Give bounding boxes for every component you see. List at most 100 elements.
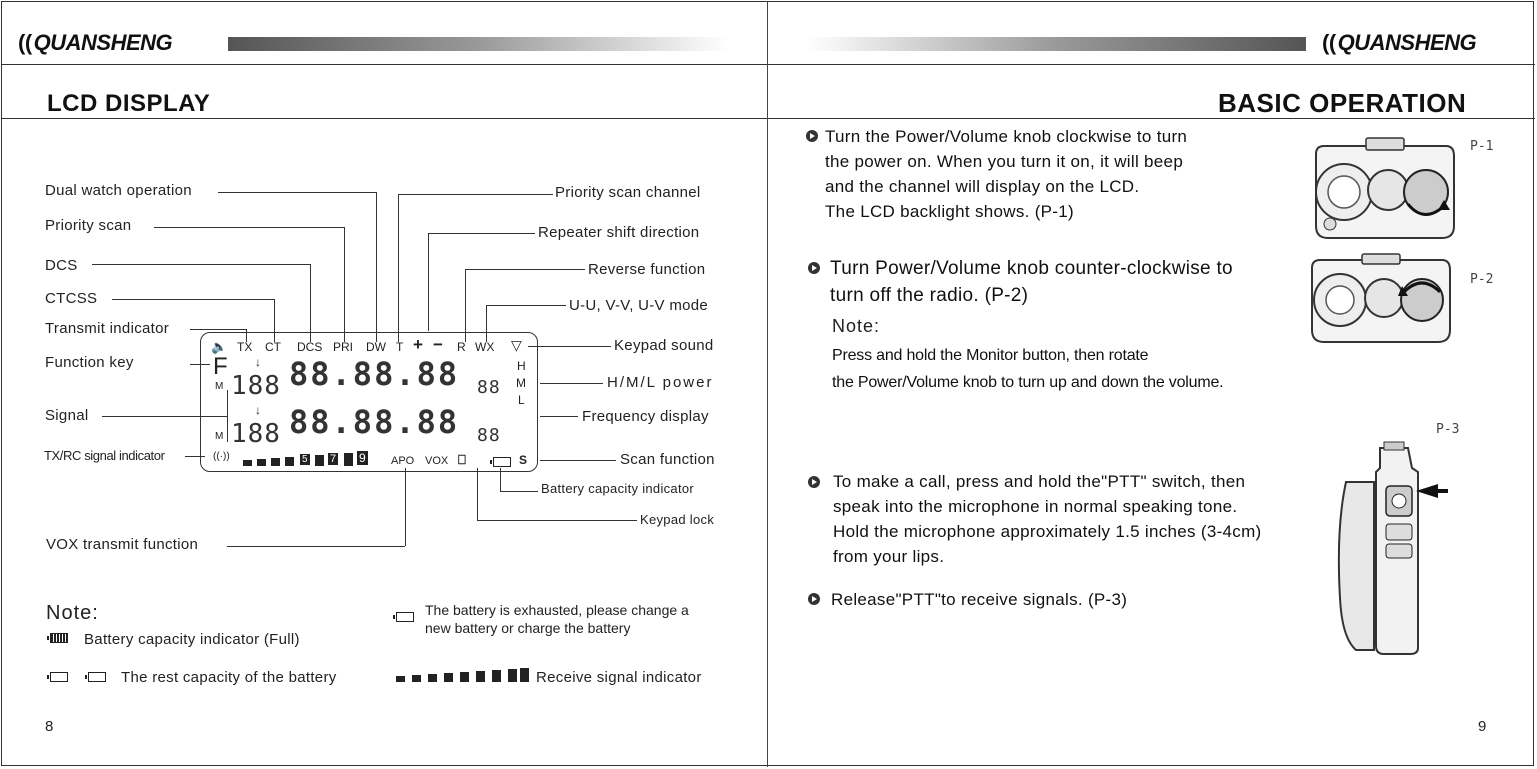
label-battery-capacity: Battery capacity indicator (541, 481, 695, 496)
label-priority-scan: Priority scan (45, 217, 132, 234)
label-transmit-indicator: Transmit indicator (45, 320, 170, 337)
signal-bar-2 (257, 459, 266, 466)
signal-level-7: 7 (328, 453, 339, 465)
leader-battery-v (500, 468, 501, 491)
lcd-mem-a: M (215, 381, 224, 392)
page-number-left: 8 (45, 718, 54, 735)
lcd-r: R (457, 340, 466, 354)
lcd-tx: TX (237, 340, 253, 354)
bullet-icon-3 (808, 476, 820, 488)
label-dcs: DCS (45, 257, 78, 274)
leader-txrc (185, 456, 205, 457)
signal-level-5: 5 (300, 454, 310, 465)
note-title-right: Note: (832, 316, 881, 336)
lcd-dw: DW (366, 340, 386, 354)
note-receive-signal: Receive signal indicator (536, 669, 702, 686)
rx-bar-9 (520, 668, 529, 682)
lcd-t: T (396, 340, 404, 354)
radio-side-ptt-image (1337, 441, 1448, 655)
leader-priority (154, 227, 344, 228)
lcd-channel-b: 188 (231, 419, 281, 449)
leader-reverse (465, 269, 585, 270)
leader-transmit-v (246, 329, 247, 342)
antenna-icon: ((·)) (213, 451, 230, 462)
leader-keypad-sound (528, 346, 611, 347)
logo-swoosh-icon-right: (( (1322, 30, 1336, 55)
rx-bar-5 (460, 672, 469, 682)
lcd-frequency-a: 88.88.88 (289, 355, 460, 393)
header-rule-right (768, 64, 1535, 65)
leader-transmit (190, 329, 246, 330)
battery-low-icon (85, 672, 106, 682)
label-reverse-function: Reverse function (588, 261, 706, 278)
leader-priority-v (344, 227, 345, 342)
para-release-ptt: Release"PTT"to receive signals. (P-3) (831, 590, 1128, 609)
leader-priority-channel-v (398, 194, 399, 342)
label-keypad-lock: Keypad lock (640, 512, 715, 527)
title-rule-left (1, 118, 767, 119)
leader-dcs (92, 264, 310, 265)
leader-repeater (428, 233, 535, 234)
label-scan-function: Scan function (620, 451, 715, 468)
leader-uv (486, 305, 566, 306)
rx-bar-8 (508, 669, 517, 682)
signal-bar-4 (285, 457, 294, 466)
lcd-ct: CT (265, 340, 281, 354)
label-uv-mode: U-U, V-V, U-V mode (569, 297, 709, 314)
radio-top-knob-cw-image (1315, 137, 1455, 239)
label-signal: Signal (45, 407, 89, 424)
leader-repeater-v (428, 233, 429, 331)
leader-scan (540, 460, 616, 461)
header-bar-left (228, 37, 728, 51)
label-repeater-shift: Repeater shift direction (538, 224, 700, 241)
note-title-left: Note: (46, 602, 99, 624)
leader-hml (540, 383, 603, 384)
lcd-mem-b: M (215, 431, 224, 442)
header-bar-right (808, 37, 1306, 51)
battery-empty-icon (393, 612, 414, 622)
leader-battery (500, 491, 538, 492)
leader-dcs-v (310, 264, 311, 342)
note-battery-exhausted: The battery is exhausted, please change … (425, 602, 689, 636)
battery-full-icon (47, 633, 68, 643)
page-title-left: LCD DISPLAY (47, 90, 211, 117)
leader-ctcss-v (274, 299, 275, 342)
key-lock-icon: ⎕ (458, 452, 466, 467)
lcd-display: 🔈 TX CT DCS PRI DW T + − R WX ▽ F M M ↓ … (200, 332, 538, 472)
leader-reverse-v (465, 269, 466, 342)
lcd-vox: VOX (425, 455, 449, 467)
lcd-small-digits-b: 88 (477, 425, 501, 446)
leader-uv-v (486, 305, 487, 342)
rx-bar-2 (412, 675, 421, 682)
logo-swoosh-icon: (( (18, 30, 32, 55)
leader-frequency (540, 416, 578, 417)
bullet-icon-2 (808, 262, 820, 274)
lcd-function-key: F (213, 353, 228, 380)
arrow-down-icon: ↓ (255, 355, 261, 369)
rx-bar-4 (444, 673, 453, 682)
label-ctcss: CTCSS (45, 290, 98, 307)
label-frequency-display: Frequency display (582, 408, 709, 425)
label-function-key: Function key (45, 354, 134, 371)
para-power-off: Turn Power/Volume knob counter-clockwise… (830, 258, 1233, 306)
leader-dual-watch (218, 192, 376, 193)
lcd-channel-a: 188 (231, 371, 281, 401)
title-rule-right (768, 118, 1535, 119)
page-title-right: BASIC OPERATION (1218, 88, 1467, 118)
leader-signal (102, 416, 227, 417)
lcd-minus: − (433, 335, 443, 354)
leader-ctcss (112, 299, 274, 300)
leader-keypad-lock (477, 520, 637, 521)
brand-logo-right: ((QUANSHENG (1322, 30, 1477, 55)
leader-vox (227, 546, 405, 547)
signal-level-9: 9 (357, 451, 368, 465)
leader-priority-channel (398, 194, 553, 195)
page-number-right: 9 (1478, 718, 1487, 735)
leader-dual-watch-v (376, 192, 377, 342)
signal-bar-3 (271, 458, 280, 466)
para-ptt: To make a call, press and hold the"PTT" … (833, 472, 1262, 566)
header-rule-left (1, 64, 767, 65)
rx-bar-6 (476, 671, 485, 682)
rx-bar-3 (428, 674, 437, 682)
note-monitor: Press and hold the Monitor button, then … (832, 347, 1224, 391)
